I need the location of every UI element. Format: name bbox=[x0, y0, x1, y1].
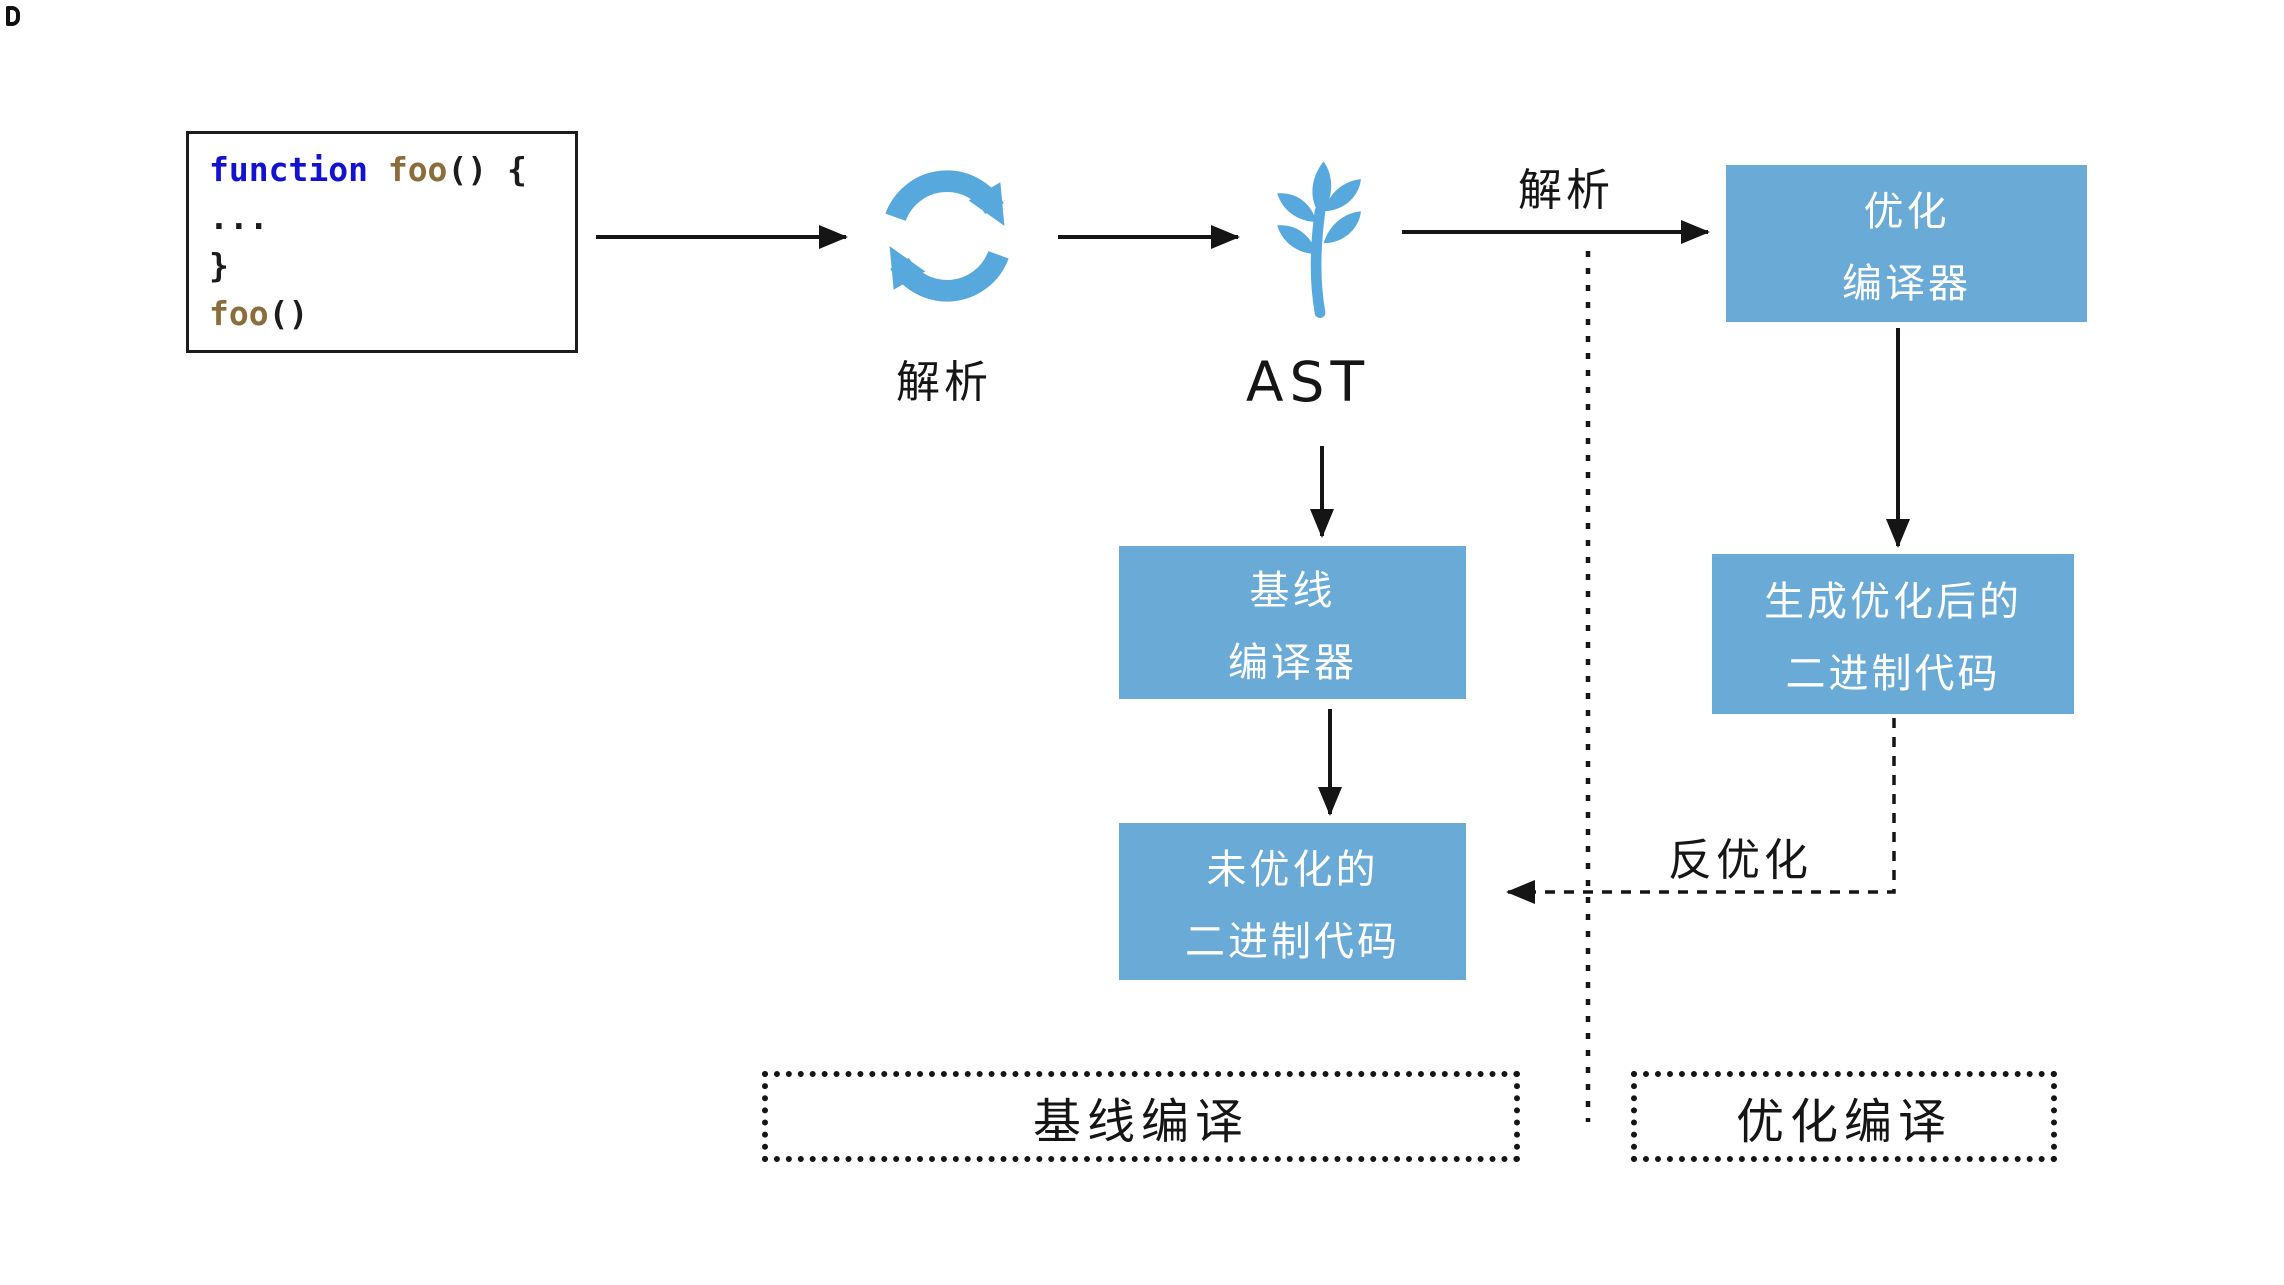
node-label-line: 二进制代码 bbox=[1185, 918, 1400, 965]
parser-refresh-cycle-icon bbox=[864, 153, 1030, 319]
deoptimization-dashed-arrow bbox=[1506, 718, 1896, 904]
optimizing-compilation-label: 优化编译 bbox=[1735, 1093, 1952, 1150]
node-label-line: 编译器 bbox=[1842, 260, 1971, 307]
code-line1-rest: () { bbox=[447, 150, 527, 189]
code-function-name: foo bbox=[367, 150, 448, 189]
source-code-box: function foo() { ... } foo() bbox=[186, 131, 578, 353]
unoptimized-binary-node: 未优化的 二进制代码 bbox=[1119, 823, 1466, 980]
parse-label-top: 解析 bbox=[1518, 165, 1614, 216]
node-label-line: 二进制代码 bbox=[1785, 651, 2001, 697]
baseline-compiler-node: 基线 编译器 bbox=[1119, 546, 1466, 699]
baseline-compilation-section: 基线编译 bbox=[762, 1071, 1520, 1162]
node-label-line: 生成优化后的 bbox=[1764, 579, 2022, 625]
code-keyword: function bbox=[209, 150, 368, 189]
ast-label: AST bbox=[1245, 350, 1371, 414]
deoptimize-label: 反优化 bbox=[1668, 835, 1812, 886]
optimized-binary-node: 生成优化后的 二进制代码 bbox=[1712, 554, 2074, 714]
optimizing-compiler-node: 优化 编译器 bbox=[1726, 165, 2087, 322]
node-label-line: 基线 bbox=[1249, 567, 1336, 614]
node-label-line: 优化 bbox=[1863, 188, 1950, 235]
code-line-4: foo() bbox=[209, 290, 555, 338]
node-label-line: 编译器 bbox=[1228, 639, 1357, 686]
optimizing-compilation-section: 优化编译 bbox=[1631, 1071, 2057, 1162]
code-line-2: ... bbox=[209, 198, 269, 237]
code-line-3: } bbox=[209, 246, 229, 285]
code-call-name: foo bbox=[209, 294, 269, 333]
corner-stray-mark bbox=[6, 6, 20, 26]
parse-label-bottom: 解析 bbox=[896, 357, 992, 408]
baseline-compilation-label: 基线编译 bbox=[1032, 1093, 1249, 1150]
code-line-1: function foo() { bbox=[209, 146, 555, 194]
node-label-line: 未优化的 bbox=[1206, 846, 1379, 893]
code-call-rest: () bbox=[268, 294, 309, 333]
ast-sapling-icon bbox=[1231, 140, 1409, 318]
